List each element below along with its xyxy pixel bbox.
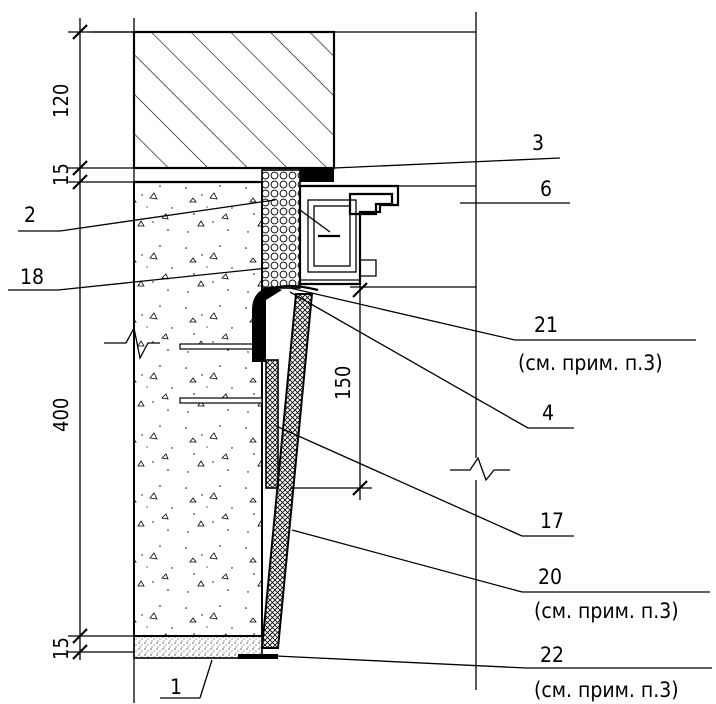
note-20: (см. прим. п.3) [534, 599, 679, 623]
callout-21: 21 [534, 313, 558, 337]
foam-insulation [261, 169, 301, 289]
callout-2: 2 [24, 203, 36, 227]
concrete-wall [133, 181, 263, 637]
break-line-right [450, 456, 510, 482]
callout-18: 18 [20, 265, 44, 289]
callout-3: 3 [532, 131, 544, 155]
dim-15-bottom: 15 [49, 637, 73, 660]
note-22: (см. прим. п.3) [534, 678, 679, 702]
callout-4: 4 [542, 401, 554, 425]
dim-150: 150 [331, 366, 355, 400]
leader-lines [8, 157, 712, 699]
sill-board [260, 293, 314, 649]
bottom-plate [238, 654, 278, 659]
dim-15-top: 15 [49, 163, 73, 186]
dimension-lines-left [68, 18, 134, 660]
sealant-strip [252, 286, 282, 362]
brick-lintel [132, 30, 336, 170]
callout-20: 20 [538, 565, 562, 589]
dimension-150 [290, 276, 372, 500]
seal-block [300, 168, 334, 182]
perforated-profile [265, 359, 279, 489]
callout-6: 6 [540, 177, 552, 201]
callout-22: 22 [540, 643, 564, 667]
dim-400: 400 [49, 398, 73, 432]
callout-1: 1 [170, 675, 182, 699]
window-frame-profile [298, 184, 400, 286]
dim-120: 120 [49, 84, 73, 118]
callout-17: 17 [540, 509, 564, 533]
sill-top-cap [269, 284, 319, 292]
note-21: (см. прим. п.3) [518, 351, 663, 375]
